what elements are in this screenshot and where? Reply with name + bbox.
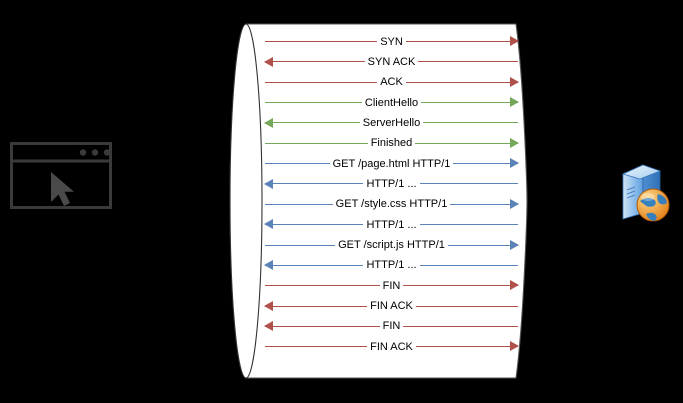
arrow-head-right-icon — [510, 36, 519, 47]
arrow-head-right-icon — [510, 341, 519, 352]
arrow-head-left-icon — [264, 219, 273, 230]
arrow-head-left-icon — [264, 56, 273, 67]
message-label-text: SYN ACK — [364, 55, 419, 68]
message-arrow-tcp: ACK — [265, 73, 519, 92]
message-arrow-tcp: FIN — [265, 277, 519, 295]
message-arrow-tcp: SYN ACK — [264, 53, 518, 71]
arrow-head-right-icon — [510, 137, 519, 148]
message-arrow-http: HTTP/1 ... — [264, 216, 518, 234]
window-dot-icon — [91, 149, 99, 156]
message-label-text: FIN ACK — [367, 300, 416, 313]
web-server-icon — [613, 161, 673, 223]
message-label-text: ClientHello — [361, 96, 422, 109]
arrow-head-right-icon — [510, 76, 519, 87]
arrow-head-left-icon — [264, 300, 273, 311]
message-label-text: SYN — [377, 35, 406, 48]
message-label-text: GET /script.js HTTP/1 — [335, 239, 448, 251]
arrow-head-left-icon — [264, 260, 273, 271]
message-label: HTTP/1 ... — [265, 256, 518, 274]
cursor-arrow-icon — [51, 172, 74, 206]
arrow-head-right-icon — [510, 97, 519, 108]
message-label: FIN ACK — [265, 338, 518, 356]
message-label-text: HTTP/1 ... — [363, 259, 420, 272]
message-label-text: ACK — [377, 76, 406, 89]
message-arrow-tls: Finished — [265, 134, 519, 153]
message-arrow-http: GET /style.css HTTP/1 — [265, 195, 519, 214]
message-arrow-tls: ServerHello — [264, 114, 518, 132]
message-arrow-http: GET /page.html HTTP/1 — [265, 155, 519, 173]
message-label: ACK — [265, 73, 518, 91]
message-arrow-http: GET /script.js HTTP/1 — [265, 236, 519, 255]
message-label: GET /script.js HTTP/1 — [265, 236, 518, 254]
message-arrow-tcp: SYN — [265, 33, 519, 51]
arrow-head-left-icon — [264, 321, 273, 332]
message-label: Finished — [265, 134, 518, 152]
message-label: SYN ACK — [265, 53, 518, 71]
message-label-text: GET /style.css HTTP/1 — [332, 198, 451, 211]
message-label-text: Finished — [367, 137, 416, 150]
message-label-text: FIN ACK — [367, 340, 416, 353]
message-arrow-tcp: FIN ACK — [265, 338, 519, 356]
message-label-text: HTTP/1 ... — [363, 177, 420, 190]
message-label: HTTP/1 ... — [265, 175, 518, 193]
message-label: GET /page.html HTTP/1 — [265, 155, 518, 173]
message-label-text: HTTP/1 ... — [363, 218, 420, 231]
message-label: FIN ACK — [265, 297, 518, 315]
arrow-head-right-icon — [510, 158, 519, 169]
message-label: SYN — [265, 33, 518, 51]
arrow-head-right-icon — [510, 280, 519, 291]
message-label: FIN — [265, 317, 518, 335]
message-arrow-http: HTTP/1 ... — [264, 256, 518, 275]
message-label: ServerHello — [265, 114, 518, 132]
arrow-head-right-icon — [510, 198, 519, 209]
message-arrow-tls: ClientHello — [265, 94, 519, 112]
message-label: ClientHello — [265, 94, 518, 112]
window-dot-icon — [79, 149, 87, 156]
message-arrow-tcp: FIN — [264, 317, 518, 336]
message-label-text: GET /page.html HTTP/1 — [329, 157, 454, 170]
window-dot-icon — [103, 149, 111, 156]
message-arrow-tcp: FIN ACK — [264, 297, 518, 316]
message-label-text: FIN — [379, 279, 404, 292]
arrow-head-right-icon — [510, 239, 519, 250]
browser-window-icon — [10, 142, 112, 209]
message-label: HTTP/1 ... — [265, 216, 518, 234]
message-arrow-http: HTTP/1 ... — [264, 175, 518, 193]
arrow-head-left-icon — [264, 178, 273, 189]
message-label: FIN — [265, 277, 518, 295]
message-label: GET /style.css HTTP/1 — [265, 195, 518, 213]
message-label-text: FIN — [379, 320, 404, 333]
message-label-text: ServerHello — [359, 116, 424, 129]
arrow-head-left-icon — [264, 117, 273, 128]
